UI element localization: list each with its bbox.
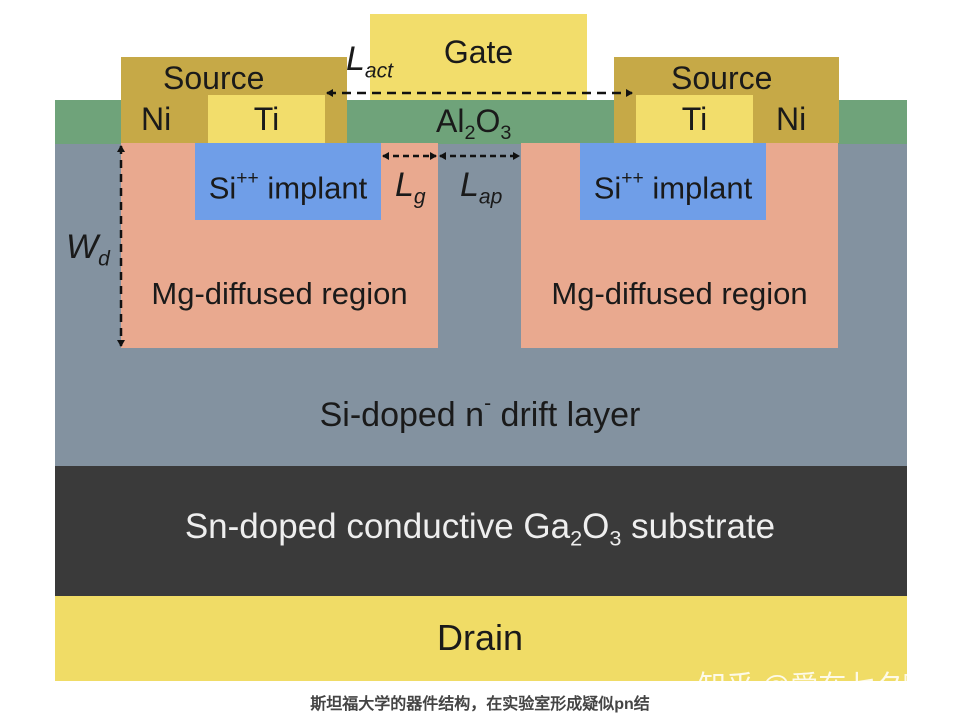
ni-left-label: Ni: [141, 101, 172, 137]
gate-contact: [370, 14, 587, 100]
substrate-layer: [55, 465, 907, 596]
watermark: 知乎 @爱在七夕时: [698, 670, 931, 701]
si-implant-left: [195, 143, 381, 220]
drain-label: Drain: [436, 617, 524, 658]
substrate-label: Sn-doped conductive Ga2O3 substrate: [184, 507, 776, 551]
si-implant-right: [580, 143, 766, 220]
l-g-label: Lg: [395, 166, 426, 209]
ni-right-label: Ni: [776, 101, 807, 137]
ti-left-label: Ti: [253, 101, 280, 137]
l-act-label: Lact: [346, 40, 394, 83]
ti-right-label: Ti: [681, 101, 708, 137]
source-right-label: Source: [671, 60, 773, 96]
caption: 斯坦福大学的器件结构，在实验室形成疑似pn结: [310, 696, 650, 713]
gate-label: Gate: [443, 34, 514, 70]
mg-region-left-label: Mg-diffused region: [151, 276, 408, 311]
l-ap-label: Lap: [460, 166, 503, 209]
source-left-label: Source: [163, 60, 265, 96]
oxide-label: Al2O3: [436, 103, 512, 144]
si-implant-left-label: Si++ implant: [208, 168, 368, 206]
drain-layer: [55, 595, 907, 681]
ti-right-pad: [636, 95, 753, 143]
mg-region-right-label: Mg-diffused region: [551, 276, 808, 311]
w-d-label: Wd: [66, 228, 110, 271]
si-implant-right-label: Si++ implant: [593, 168, 753, 206]
drift-label: Si-doped n- drift layer: [319, 392, 641, 434]
ti-left-pad: [208, 95, 325, 143]
